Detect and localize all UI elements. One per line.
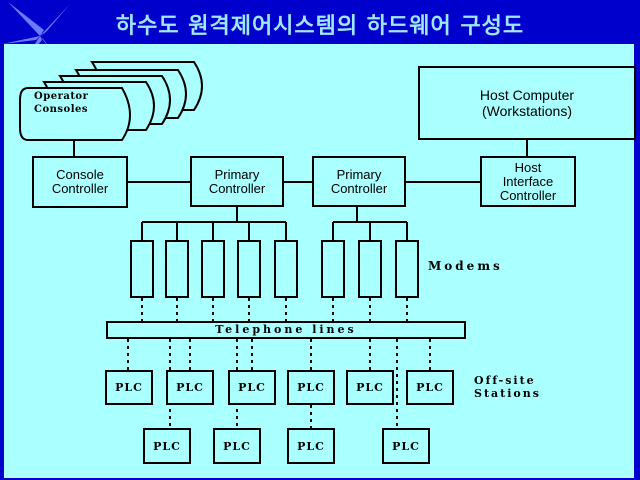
primary-controller-1-box: Primary Controller <box>190 156 284 207</box>
host-computer-box: Host Computer (Workstations) <box>418 66 636 140</box>
plc-station: PLC <box>213 428 261 464</box>
modem <box>395 240 419 298</box>
console-controller-box: Console Controller <box>32 156 128 208</box>
modem <box>165 240 189 298</box>
modem <box>321 240 345 298</box>
modem <box>201 240 225 298</box>
slide-title: 하수도 원격제어시스템의 하드웨어 구성도 <box>115 14 525 39</box>
plc-station: PLC <box>143 428 191 464</box>
plc-station: PLC <box>287 428 335 464</box>
plc-station: PLC <box>406 370 454 405</box>
telephone-lines-bar: Telephone lines <box>106 321 466 339</box>
modem <box>358 240 382 298</box>
modem <box>237 240 261 298</box>
operator-consoles-label: Operator Consoles <box>34 91 89 115</box>
primary-controller-2-box: Primary Controller <box>312 156 406 207</box>
operator-consoles-icon <box>19 61 203 141</box>
plc-station: PLC <box>105 370 153 405</box>
modem <box>130 240 154 298</box>
plc-station: PLC <box>346 370 394 405</box>
modem <box>274 240 298 298</box>
plc-station: PLC <box>228 370 276 405</box>
plc-station: PLC <box>382 428 430 464</box>
host-interface-controller-box: Host Interface Controller <box>480 156 576 207</box>
plc-station: PLC <box>166 370 214 405</box>
modems-label: Modems <box>428 259 503 273</box>
offsite-stations-label: Off-site Stations <box>474 374 541 400</box>
plc-station: PLC <box>287 370 335 405</box>
